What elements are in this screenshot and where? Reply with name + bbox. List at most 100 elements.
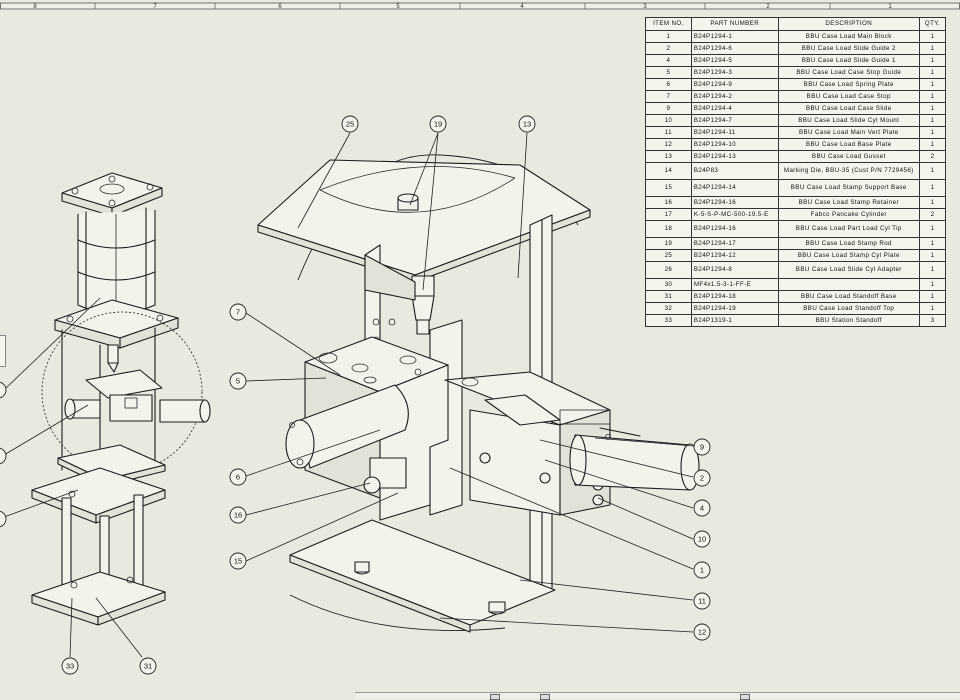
bom-description-cell: BBU Case Load Main Vert Plate <box>777 126 921 139</box>
zone-label: 1 <box>888 4 892 10</box>
svg-text:15: 15 <box>234 557 242 566</box>
bom-description-cell <box>777 278 921 291</box>
bom-item-cell: 2 <box>645 42 692 55</box>
bom-part-cell: B24P1294-1 <box>690 30 779 43</box>
bom-item-cell: 25 <box>645 249 692 262</box>
bom-item-cell: 4 <box>645 54 692 67</box>
svg-text:7: 7 <box>236 308 240 317</box>
bom-description-cell: BBU Case Load Stamp Support Base <box>777 179 921 197</box>
item-balloon[interactable]: 16 <box>229 506 247 524</box>
balloon-leaders <box>3 132 694 658</box>
bom-header-part: PART NUMBER <box>690 17 779 31</box>
bom-item-cell: 12 <box>645 138 692 151</box>
bom-description-cell: BBU Case Load Slide Cyl Adapter <box>777 261 921 279</box>
side-panel-tab[interactable] <box>0 335 6 367</box>
bom-qty-cell: 1 <box>919 220 946 238</box>
status-icon[interactable] <box>740 694 750 700</box>
item-balloon[interactable]: 6 <box>229 468 247 486</box>
bom-qty-cell: 1 <box>919 290 946 303</box>
bom-qty-cell: 1 <box>919 237 946 250</box>
bom-item-cell: 15 <box>645 179 692 197</box>
status-icon[interactable] <box>540 694 550 700</box>
bom-description-cell: BBU Case Load Gusset <box>777 150 921 163</box>
bom-item-cell: 6 <box>645 78 692 91</box>
bom-item-cell: 7 <box>645 90 692 103</box>
zone-label: 6 <box>278 4 282 10</box>
bom-part-cell: B24P1294-5 <box>690 54 779 67</box>
bom-qty-cell: 1 <box>919 179 946 197</box>
zone-label: 3 <box>643 4 647 10</box>
bom-item-cell: 14 <box>645 162 692 180</box>
bom-part-cell: B24P1294-4 <box>690 102 779 115</box>
bom-qty-cell: 1 <box>919 42 946 55</box>
item-balloon[interactable]: 4 <box>693 499 711 517</box>
item-balloon[interactable]: 13 <box>518 115 536 133</box>
bom-part-cell: B24P1294-11 <box>690 126 779 139</box>
bom-description-cell: BBU Case Load Slide Guide 2 <box>777 42 921 55</box>
svg-text:13: 13 <box>523 120 531 129</box>
item-balloon[interactable]: 10 <box>693 530 711 548</box>
bom-description-cell: BBU Case Load Case Stop Guide <box>777 66 921 79</box>
item-balloon[interactable]: 25 <box>341 115 359 133</box>
station-assembly-view <box>31 172 211 626</box>
bom-header-row: ITEM NO. PART NUMBER DESCRIPTION QTY. <box>645 17 946 31</box>
bom-item-cell: 1 <box>645 30 692 43</box>
item-balloon[interactable]: 12 <box>693 623 711 641</box>
svg-text:1: 1 <box>700 566 704 575</box>
svg-text:10: 10 <box>698 535 706 544</box>
item-balloon[interactable]: 9 <box>693 438 711 456</box>
item-balloon[interactable]: 7 <box>229 303 247 321</box>
zone-label: 4 <box>520 4 524 10</box>
svg-text:31: 31 <box>144 662 152 671</box>
bom-part-cell: B24P1294-16 <box>690 196 779 209</box>
bom-item-cell: 9 <box>645 102 692 115</box>
bom-qty-cell: 1 <box>919 66 946 79</box>
bom-header-description: DESCRIPTION <box>777 17 921 31</box>
bom-description-cell: BBU Case Load Case Stop <box>777 90 921 103</box>
bom-part-cell: B24P1294-19 <box>690 302 779 315</box>
status-bar <box>355 692 960 700</box>
item-balloon-partial <box>0 381 7 399</box>
bom-qty-cell: 1 <box>919 196 946 209</box>
bom-description-cell: BBU Case Load Stamp Rod <box>777 237 921 250</box>
status-icon[interactable] <box>490 694 500 700</box>
bom-description-cell: Fabco Pancake Cylinder <box>777 208 921 221</box>
item-balloon[interactable]: 33 <box>61 657 79 675</box>
bom-qty-cell: 3 <box>919 314 946 327</box>
item-balloon[interactable]: 2 <box>693 469 711 487</box>
bom-item-cell: 17 <box>645 208 692 221</box>
bom-qty-cell: 1 <box>919 302 946 315</box>
bom-header-qty: QTY. <box>919 17 946 31</box>
bom-part-cell: B24P1294-9 <box>690 78 779 91</box>
item-balloon[interactable]: 19 <box>429 115 447 133</box>
bom-qty-cell: 1 <box>919 30 946 43</box>
bom-qty-cell: 1 <box>919 249 946 262</box>
item-balloon[interactable]: 15 <box>229 552 247 570</box>
bom-description-cell: BBU Station Standoff <box>777 314 921 327</box>
bom-item-cell: 26 <box>645 261 692 279</box>
item-balloon[interactable]: 1 <box>693 561 711 579</box>
item-balloon-partial <box>0 447 7 465</box>
bom-qty-cell: 1 <box>919 278 946 291</box>
item-balloon[interactable]: 11 <box>693 592 711 610</box>
bom-item-cell: 32 <box>645 302 692 315</box>
bom-part-cell: B24P1294-14 <box>690 179 779 197</box>
item-balloon[interactable]: 5 <box>229 372 247 390</box>
svg-text:33: 33 <box>66 662 74 671</box>
item-balloon[interactable]: 31 <box>139 657 157 675</box>
